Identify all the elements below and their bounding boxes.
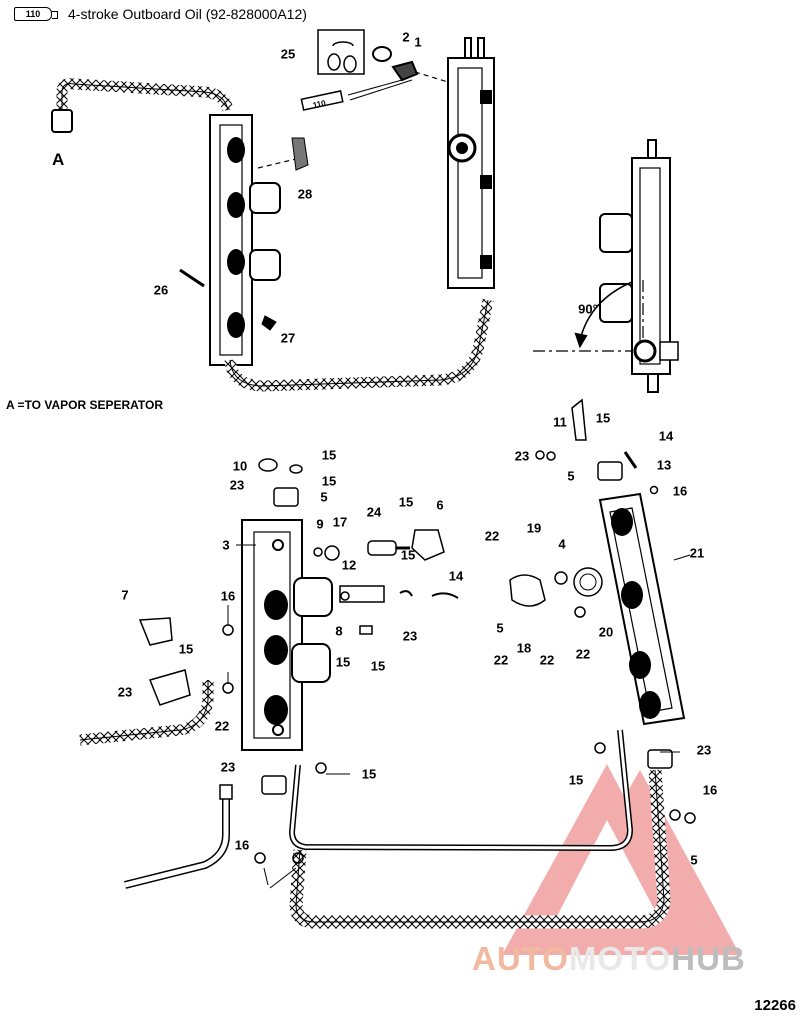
- callout-label-20: 20: [598, 624, 614, 640]
- callout-label-9: 9: [316, 516, 324, 532]
- callout-label-23: 23: [402, 628, 418, 644]
- callout-label-23: 23: [696, 742, 712, 758]
- callout-label-7: 7: [121, 587, 129, 603]
- legend-text: A =TO VAPOR SEPERATOR: [6, 398, 164, 412]
- callout-label-14: 14: [448, 568, 464, 584]
- callout-label-28: 28: [297, 186, 313, 202]
- callout-label-23: 23: [220, 759, 236, 775]
- callout-label-16: 16: [672, 483, 688, 499]
- svg-text:110: 110: [312, 98, 327, 110]
- callout-label-16: 16: [234, 837, 250, 853]
- callout-label-14: 14: [658, 428, 674, 444]
- angle-label: 90°: [578, 301, 598, 317]
- bottom-assembly: [79, 398, 696, 929]
- callout-label-17: 17: [332, 514, 348, 530]
- callout-label-22: 22: [493, 652, 509, 668]
- callout-label-3: 3: [222, 537, 230, 553]
- callout-label-5: 5: [496, 620, 504, 636]
- callout-label-15: 15: [335, 654, 351, 670]
- watermark-part-3: HUB: [671, 940, 746, 977]
- callout-label-6: 6: [436, 497, 444, 513]
- callout-label-10: 10: [232, 458, 248, 474]
- callout-label-23: 23: [229, 477, 245, 493]
- callout-label-2: 2: [402, 29, 410, 45]
- callout-label-15: 15: [568, 772, 584, 788]
- figure-number: 12266: [754, 997, 796, 1014]
- callout-label-15: 15: [400, 547, 416, 563]
- callout-label-8: 8: [335, 623, 343, 639]
- top-assembly: 110: [51, 29, 495, 392]
- watermark-logo: AUTOMOTOHUB: [472, 940, 746, 978]
- lubricant-tube-icon: 110: [14, 7, 58, 21]
- callout-label-13: 13: [656, 457, 672, 473]
- callout-label-23: 23: [514, 448, 530, 464]
- callout-label-18: 18: [516, 640, 532, 656]
- callout-label-11: 11: [553, 414, 567, 430]
- callout-label-12: 12: [341, 557, 357, 573]
- callout-label-4: 4: [558, 536, 566, 552]
- callout-label-26: 26: [153, 282, 169, 298]
- watermark-part-2: MOTO: [568, 940, 672, 977]
- callout-label-22: 22: [575, 646, 591, 662]
- callout-label-24: 24: [366, 504, 382, 520]
- callout-label-15: 15: [178, 641, 194, 657]
- callout-label-15: 15: [361, 766, 377, 782]
- callout-label-22: 22: [214, 718, 230, 734]
- callout-label-15: 15: [370, 658, 386, 674]
- callout-label-5: 5: [690, 852, 698, 868]
- tube-code: 110: [25, 9, 41, 19]
- callout-label-22: 22: [539, 652, 555, 668]
- callout-label-21: 21: [689, 545, 705, 561]
- callout-label-15: 15: [321, 473, 337, 489]
- callout-label-15: 15: [398, 494, 414, 510]
- callout-label-16: 16: [220, 588, 236, 604]
- callout-label-27: 27: [280, 330, 296, 346]
- callout-label-15: 15: [595, 410, 611, 426]
- callout-label-1: 1: [414, 34, 422, 50]
- detail-view: [533, 139, 679, 393]
- callout-label-23: 23: [117, 684, 133, 700]
- callout-label-22: 22: [484, 528, 500, 544]
- callout-label-16: 16: [702, 782, 718, 798]
- callout-label-5: 5: [320, 489, 328, 505]
- watermark-part-1: AUTO: [472, 940, 569, 977]
- callout-label-5: 5: [567, 468, 575, 484]
- view-label: A: [52, 150, 65, 169]
- callout-label-19: 19: [526, 520, 542, 536]
- callout-label-25: 25: [280, 46, 296, 62]
- lubricant-text: 4-stroke Outboard Oil (92-828000A12): [68, 6, 307, 22]
- lubricant-header: 110 4-stroke Outboard Oil (92-828000A12): [14, 6, 307, 22]
- callout-label-15: 15: [321, 447, 337, 463]
